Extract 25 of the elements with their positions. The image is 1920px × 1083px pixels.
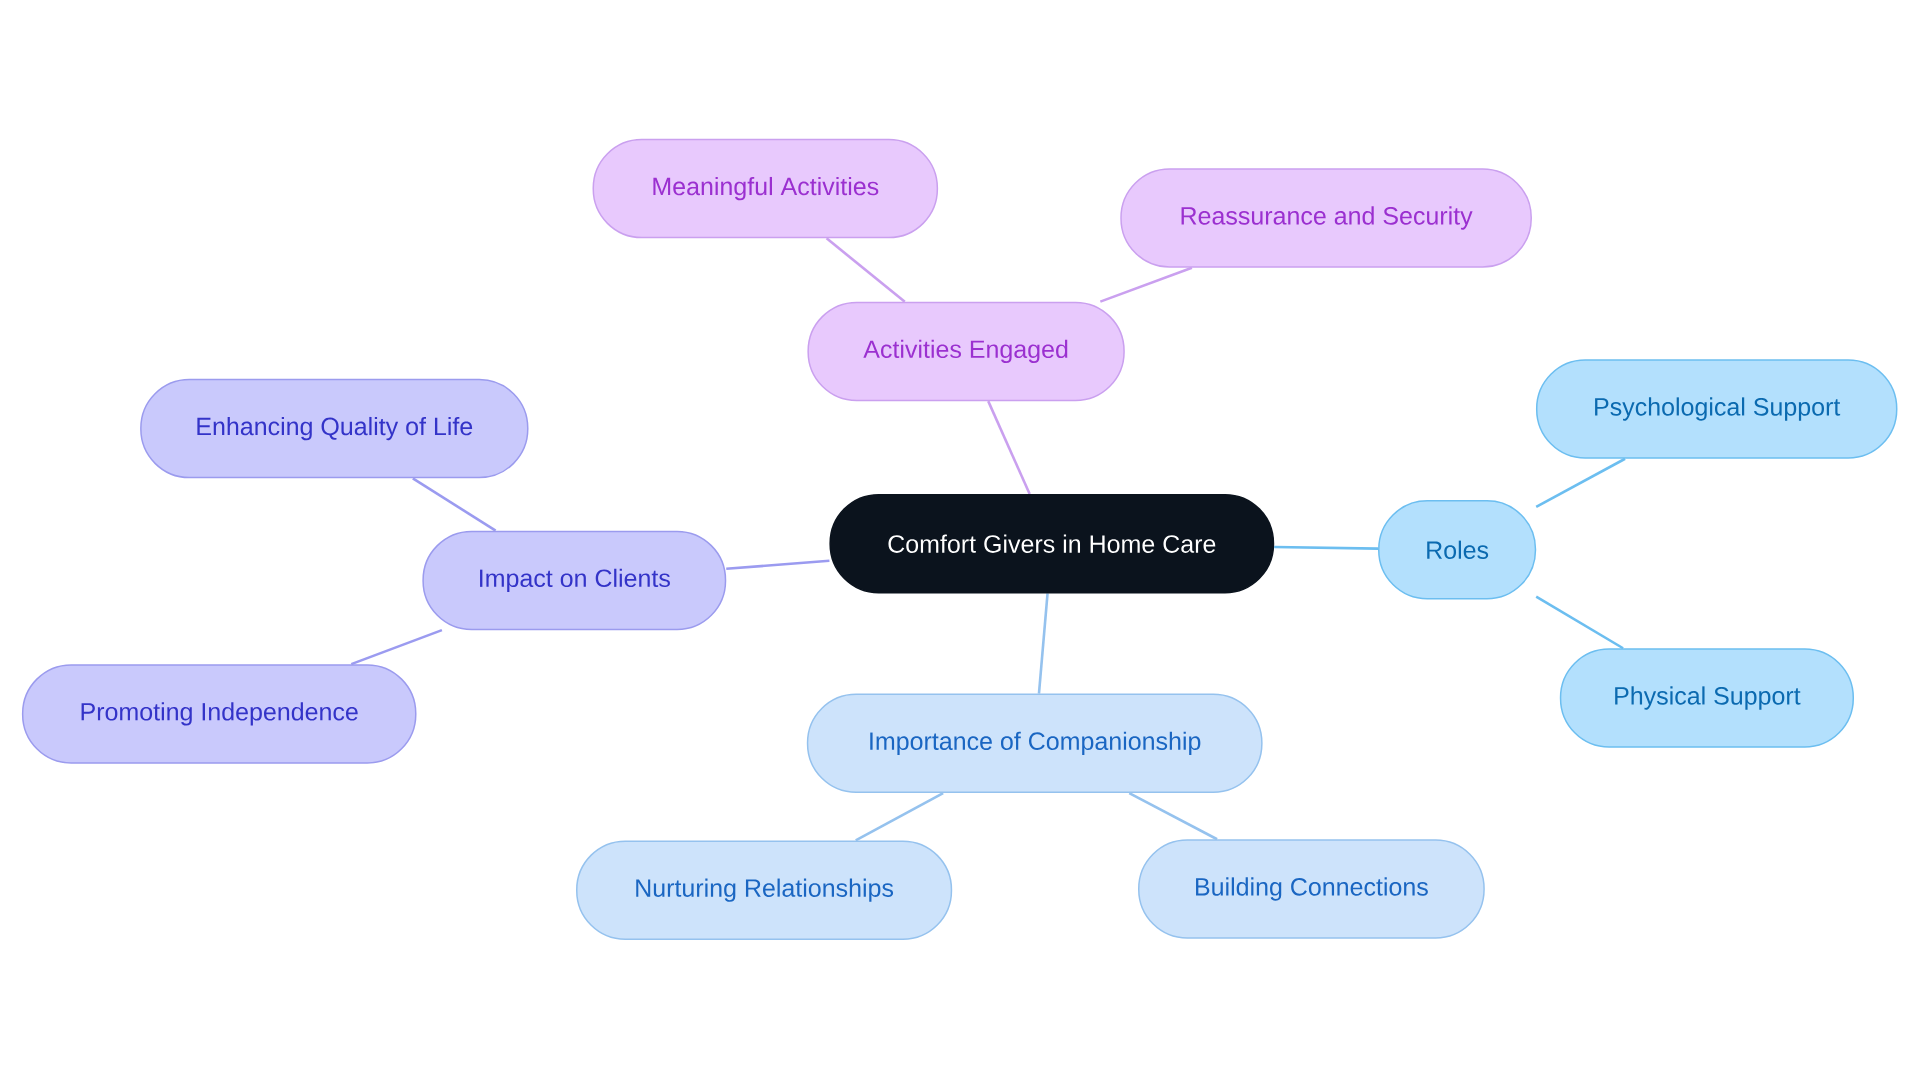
connector-line [1037, 593, 1049, 694]
topic-box: Nurturing Relationships [576, 840, 953, 940]
topic-box: Importance of Companionship [806, 693, 1263, 794]
connector-line [1535, 595, 1624, 650]
topic-box: Enhancing Quality of Life [140, 378, 529, 479]
topic-box: Psychological Support [1535, 359, 1898, 459]
topic-box: Impact on Clients [422, 530, 727, 631]
topic-box: Meaningful Activities [592, 138, 939, 239]
topic-box: Activities Engaged [807, 301, 1125, 402]
central-topic-box: Comfort Givers in Home Care [829, 493, 1275, 594]
connector-line [987, 400, 1031, 495]
connector-line [412, 477, 497, 532]
connector-line [1128, 791, 1218, 841]
topic-box: Promoting Independence [21, 664, 417, 764]
topic-box: Reassurance and Security [1120, 168, 1532, 268]
topic-box: Building Connections [1138, 839, 1485, 939]
topic-box: Physical Support [1559, 648, 1854, 748]
topic-box: Roles [1378, 500, 1537, 600]
connector-line [726, 559, 830, 571]
connector-line [855, 791, 944, 842]
connector-line [350, 628, 443, 666]
connector-line [1099, 266, 1193, 303]
connector-line [1535, 457, 1626, 509]
connector-line [1274, 545, 1379, 550]
connector-line [825, 237, 906, 303]
